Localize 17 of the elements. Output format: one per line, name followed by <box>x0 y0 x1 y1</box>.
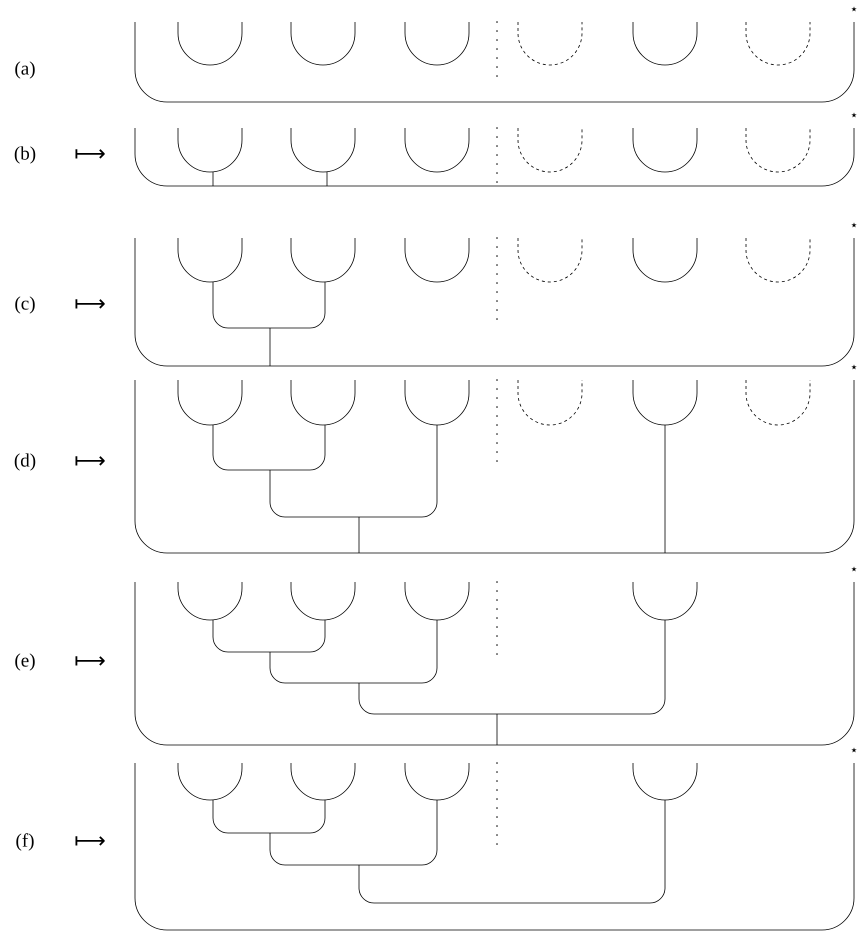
mapsto-arrow: ⟼ <box>75 299 105 309</box>
star-mark: ⋆ <box>851 747 857 752</box>
panel-label: (e) <box>15 653 35 671</box>
mapsto-arrow: ⟼ <box>75 456 105 466</box>
star-mark: ⋆ <box>851 112 857 118</box>
panel-label: (b) <box>14 146 36 164</box>
star-mark: ⋆ <box>851 566 857 572</box>
panel-label: (d) <box>14 453 36 471</box>
panel-label: (a) <box>15 61 35 79</box>
star-mark: ⋆ <box>851 364 857 370</box>
panel-label: (c) <box>15 296 35 314</box>
mapsto-arrow: ⟼ <box>75 836 105 846</box>
star-mark: ⋆ <box>851 6 857 12</box>
panel-label: (f) <box>16 833 34 851</box>
star-mark: ⋆ <box>851 222 857 228</box>
mapsto-arrow: ⟼ <box>75 656 105 666</box>
mapsto-arrow: ⟼ <box>75 149 105 159</box>
